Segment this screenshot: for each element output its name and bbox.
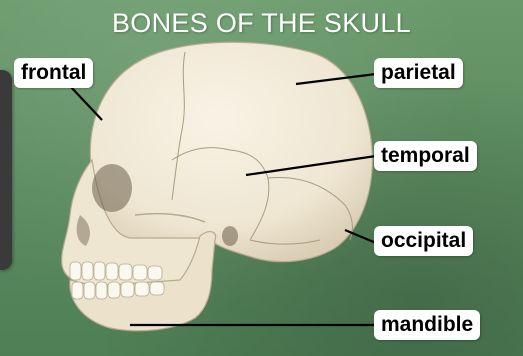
label-temporal: temporal: [374, 141, 477, 171]
label-occipital: occipital: [374, 226, 473, 256]
label-parietal: parietal: [374, 58, 463, 88]
label-frontal: frontal: [14, 58, 93, 88]
orbit: [92, 164, 132, 212]
leader-occipital: [345, 230, 376, 243]
ear-canal: [222, 226, 238, 246]
label-mandible: mandible: [374, 310, 480, 340]
leader-frontal: [70, 86, 102, 120]
